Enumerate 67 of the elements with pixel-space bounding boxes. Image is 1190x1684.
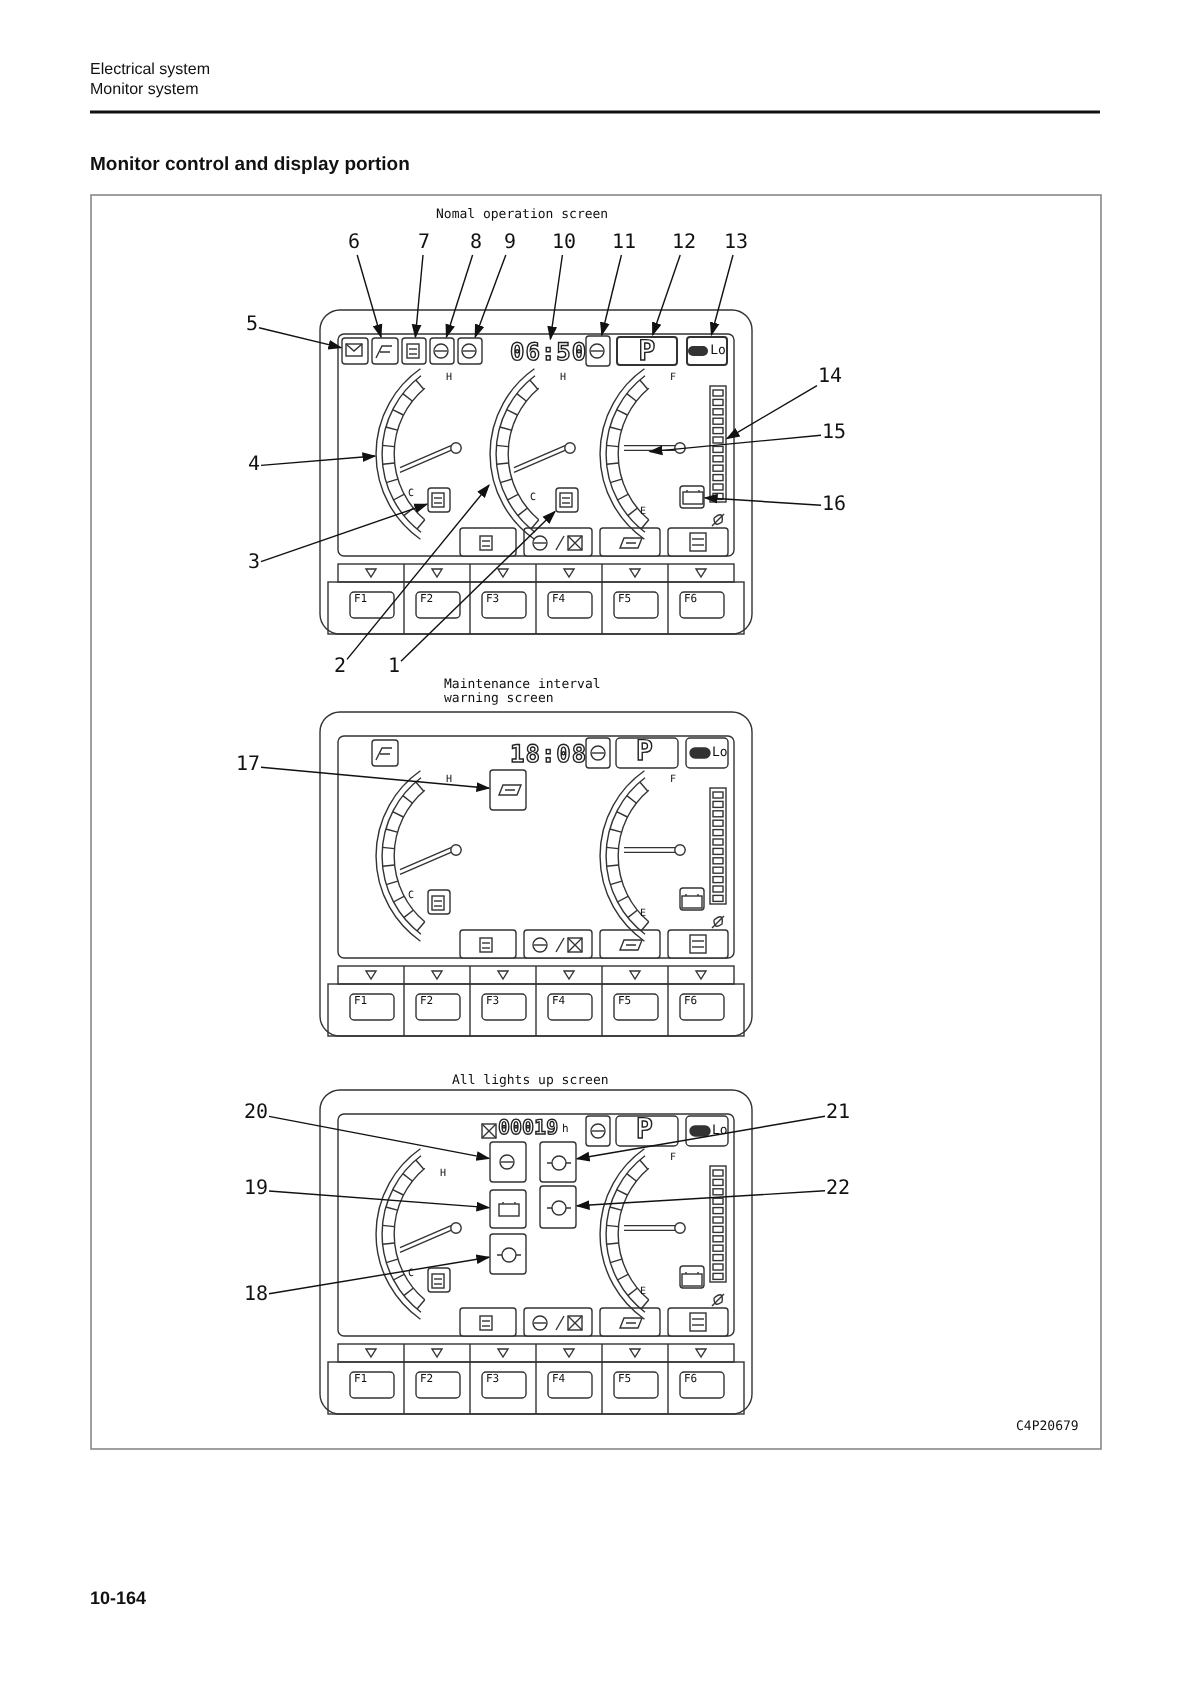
gauge-scale — [489, 368, 540, 540]
display-readout: P — [636, 1116, 654, 1144]
callout-number: 21 — [825, 1104, 851, 1124]
circle-icon — [457, 337, 483, 365]
battery-icon — [489, 1189, 527, 1229]
leader-line — [648, 434, 822, 456]
callout-number: 5 — [245, 316, 259, 336]
leader-line — [346, 484, 490, 661]
leader-line — [474, 254, 507, 339]
leader-line — [400, 510, 556, 662]
leader-line — [547, 254, 564, 341]
leader-line — [268, 1190, 491, 1212]
callout-number: 8 — [469, 234, 483, 254]
envelope-icon — [341, 337, 369, 365]
display-readout: 00019 — [498, 1120, 559, 1140]
display-readout: P — [636, 738, 654, 766]
callout-number: 13 — [723, 234, 749, 254]
callout-number: 19 — [243, 1180, 269, 1200]
callout-number: 3 — [247, 554, 261, 574]
leader-line — [258, 327, 343, 350]
gauge-scale — [599, 368, 650, 540]
callout-number: 1 — [387, 658, 401, 678]
leader-line — [260, 766, 491, 792]
mode-indicator — [686, 336, 728, 366]
indicator-box: P — [616, 336, 678, 366]
callout-number: 17 — [235, 756, 261, 776]
leader-line — [411, 254, 424, 339]
header-text: Electrical system — [90, 62, 211, 78]
leader-line — [445, 254, 474, 339]
battery-icon — [679, 485, 705, 509]
callout-number: 10 — [551, 234, 577, 254]
leader-line — [600, 254, 623, 337]
slope-icon — [371, 337, 399, 365]
leader-line — [356, 254, 383, 339]
callout-number: 15 — [821, 424, 847, 444]
leader-line — [725, 384, 818, 440]
gauge-scale — [375, 368, 426, 540]
callout-number: 11 — [611, 234, 637, 254]
callout-number: 6 — [347, 234, 361, 254]
callout-number: 9 — [503, 234, 517, 254]
callout-number: 14 — [817, 368, 843, 388]
leader-line — [575, 1115, 826, 1162]
leader-line — [703, 493, 822, 506]
section-title: Monitor control and display portion — [90, 156, 410, 175]
document-icon — [401, 337, 427, 365]
bar-graph — [709, 385, 727, 503]
parallelogram-icon — [489, 769, 527, 811]
leader-line — [268, 1115, 491, 1161]
callout-number: 7 — [417, 234, 431, 254]
leader-line — [575, 1190, 826, 1210]
callout-number: 20 — [243, 1104, 269, 1124]
leader-line — [260, 452, 377, 467]
callout-number: 18 — [243, 1286, 269, 1306]
leader-line — [260, 503, 429, 563]
document-icon — [427, 487, 451, 513]
header-text: Monitor system — [90, 82, 199, 98]
callout-number: 22 — [825, 1180, 851, 1200]
callout-number: 16 — [821, 496, 847, 516]
leader-line — [268, 1254, 491, 1295]
document-icon — [555, 487, 579, 513]
page-number: 10-164 — [90, 1590, 147, 1608]
callout-number: 2 — [333, 658, 347, 678]
leader-line — [709, 254, 734, 337]
callout-number: 12 — [671, 234, 697, 254]
leader-line — [651, 254, 681, 337]
callout-number: 4 — [247, 456, 261, 476]
circle-icon — [429, 337, 455, 365]
